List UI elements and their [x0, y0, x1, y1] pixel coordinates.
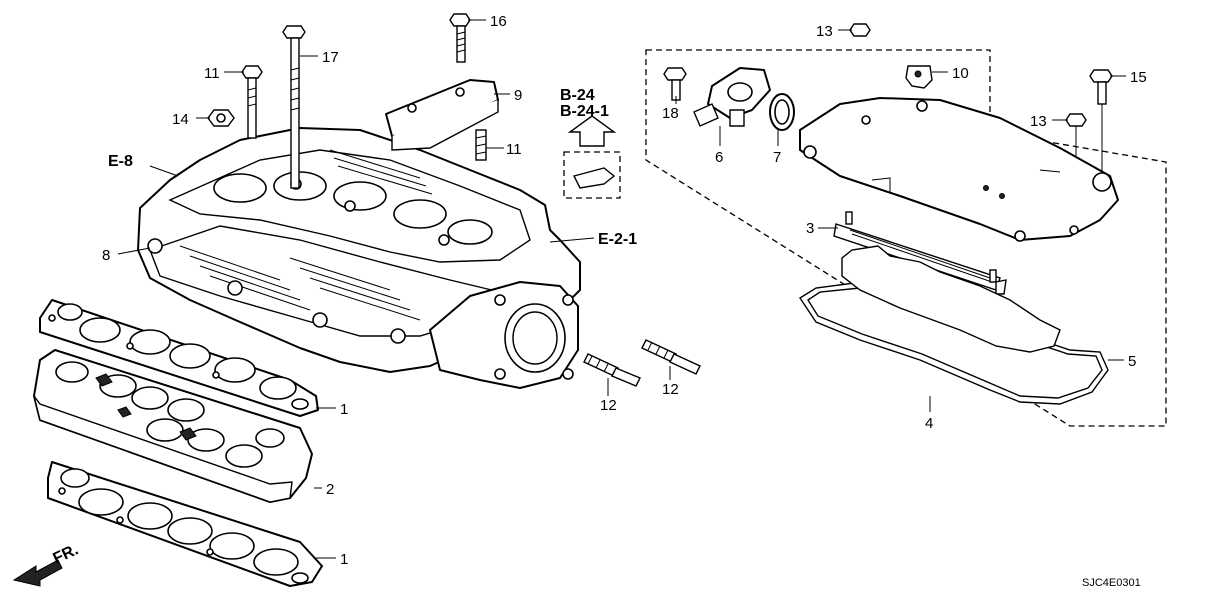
callout-17: 17 [322, 49, 339, 66]
water-outlet-6 [693, 67, 771, 127]
front-marker-label: FR. [51, 541, 82, 567]
callout-11-left: 11 [204, 65, 220, 82]
callout-12-right: 12 [662, 381, 679, 398]
throttle-body [429, 281, 579, 389]
callout-13-right: 13 [1030, 113, 1047, 130]
stud-12-right [641, 339, 701, 375]
bolt-18 [663, 67, 687, 101]
callout-2: 2 [326, 481, 334, 498]
stud-11-left [241, 65, 263, 139]
callout-3: 3 [806, 220, 814, 237]
cover-gasket-5 [841, 245, 1061, 353]
callout-1-upper: 1 [340, 401, 348, 418]
callout-8: 8 [102, 247, 110, 264]
b24-reference-box [563, 115, 621, 199]
seal-strip-3 [833, 211, 1007, 295]
stud-12-left [583, 353, 641, 387]
ref-e2-1: E-2-1 [598, 231, 637, 248]
callout-10: 10 [952, 65, 969, 82]
nut-14 [207, 109, 235, 127]
callout-12-left: 12 [600, 397, 617, 414]
bolt-16 [449, 13, 471, 63]
callout-6: 6 [715, 149, 723, 166]
callout-15: 15 [1130, 69, 1147, 86]
plug-10 [905, 65, 933, 89]
diagram-code: SJC4E0301 [1082, 577, 1141, 589]
callout-1-lower: 1 [340, 551, 348, 568]
front-direction-marker: FR. [12, 541, 82, 587]
bolt-15 [1089, 69, 1113, 176]
intake-cover-plate [799, 97, 1119, 242]
bolt-17 [282, 25, 306, 189]
ref-b24-1: B-24-1 [560, 103, 609, 120]
upper-intake-gasket [39, 299, 319, 417]
callout-5: 5 [1128, 353, 1136, 370]
leader-lines [117, 19, 1126, 559]
lower-intake-gasket [47, 461, 323, 587]
intake-spacer-plate [33, 349, 313, 503]
callout-13-top: 13 [816, 23, 833, 40]
callout-16: 16 [490, 13, 507, 30]
callout-4: 4 [925, 415, 933, 432]
manifold-bracket [385, 79, 499, 151]
callout-18: 18 [662, 105, 679, 122]
nut-13-top [849, 23, 871, 37]
callout-11-right: 11 [506, 141, 522, 158]
stud-11-right [475, 129, 487, 161]
callout-9: 9 [514, 87, 522, 104]
ref-b24: B-24 [560, 87, 595, 104]
callout-7: 7 [773, 149, 781, 166]
callout-14: 14 [172, 111, 189, 128]
ref-e8: E-8 [108, 153, 133, 170]
o-ring-7 [769, 93, 795, 131]
